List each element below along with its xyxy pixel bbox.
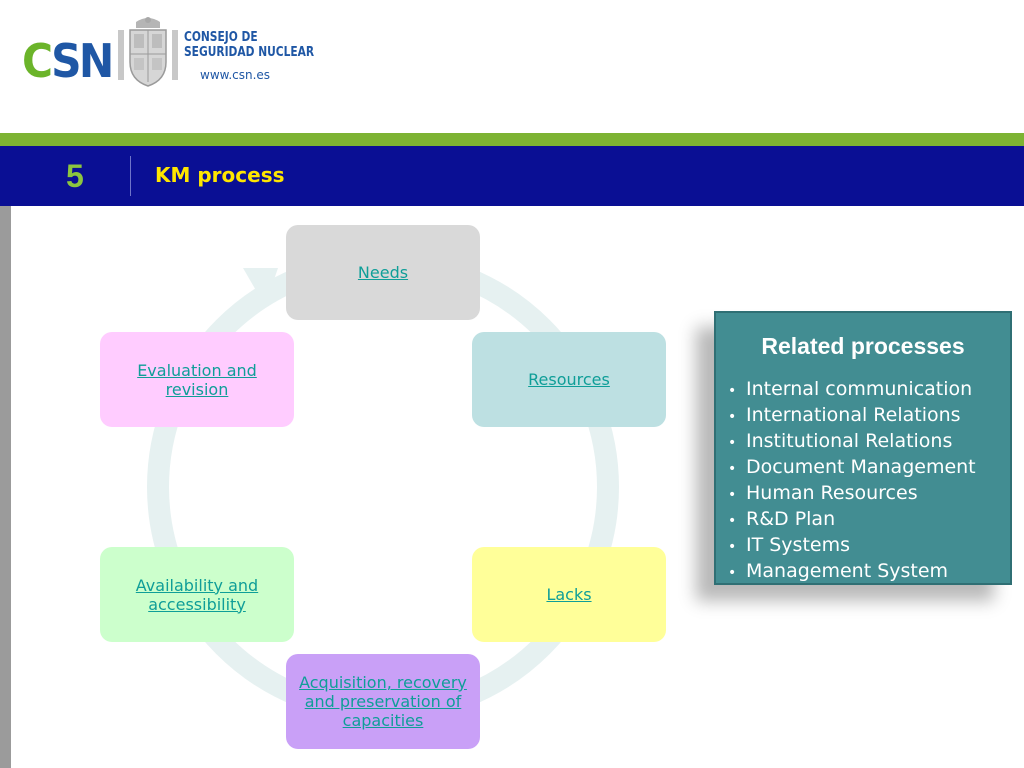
cycle-node-evaluation[interactable]: Evaluation and revision [100,332,294,427]
cycle-node-resources[interactable]: Resources [472,332,666,427]
bullet-icon: • [728,435,737,451]
header-bar [0,146,1024,206]
list-item-label: Internal communication [746,378,973,400]
cycle-node-acquisition[interactable]: Acquisition, recovery and preservation o… [286,654,480,749]
bullet-icon: • [728,513,737,529]
lacks-link[interactable]: Lacks [546,585,592,604]
list-item-label: IT Systems [746,534,850,556]
logo-title-line2: SEGURIDAD NUCLEAR [184,45,315,60]
slide-number: 5 [66,158,84,194]
resources-link[interactable]: Resources [528,370,610,389]
logo-letter-n: N [78,34,114,88]
cycle-node-availability[interactable]: Availability and accessibility [100,547,294,642]
left-side-strip [0,206,11,768]
header-divider [130,156,131,196]
bullet-icon: • [728,565,737,581]
cycle-node-lacks[interactable]: Lacks [472,547,666,642]
slide-title: KM process [155,163,285,187]
logo-letters: CSN [22,34,114,88]
evaluation-link[interactable]: Evaluation and revision [137,360,257,399]
bullet-icon: • [728,409,737,425]
list-item: • Document Management [728,455,976,481]
logo-title-line1: CONSEJO DE [184,30,258,45]
list-item: • International Relations [728,403,976,429]
needs-link[interactable]: Needs [357,263,409,282]
list-item-label: Institutional Relations [746,430,953,452]
logo-organization-name: CONSEJO DE SEGURIDAD NUCLEAR [184,30,314,60]
list-item-label: Document Management [746,456,976,478]
header-accent-bar [0,133,1024,146]
related-processes-title: Related processes [761,333,965,359]
list-item: • R&D Plan [728,507,976,533]
availability-link[interactable]: Availability and accessibility [135,575,259,614]
cycle-node-needs[interactable]: Needs [286,225,480,320]
bullet-icon: • [728,461,737,477]
list-item: • Internal communication [728,377,976,403]
list-item: • Management System [728,559,976,585]
csn-logo[interactable]: CSN CONSEJO DE SEGURIDAD NUCLEAR www.csn… [22,14,322,94]
list-item-label: International Relations [746,404,961,426]
logo-letter-c: C [22,34,54,88]
acquisition-link[interactable]: Acquisition, recovery and preservation o… [299,673,467,730]
related-processes-list: • Internal communication • International R… [728,377,976,585]
list-item: • Institutional Relations [728,429,976,455]
list-item-label: Human Resources [746,482,918,504]
list-item: • IT Systems [728,533,976,559]
related-processes-panel: Related processes • Internal communicatio… [714,311,1012,585]
list-item-label: R&D Plan [746,508,836,530]
list-item: • Human Resources [728,481,976,507]
coat-of-arms-icon [118,17,178,87]
logo-letter-s: S [51,34,82,88]
list-item-label: Management System [746,560,949,582]
bullet-icon: • [728,539,737,555]
bullet-icon: • [728,383,737,399]
bullet-icon: • [728,487,737,503]
logo-url[interactable]: www.csn.es [200,68,271,82]
